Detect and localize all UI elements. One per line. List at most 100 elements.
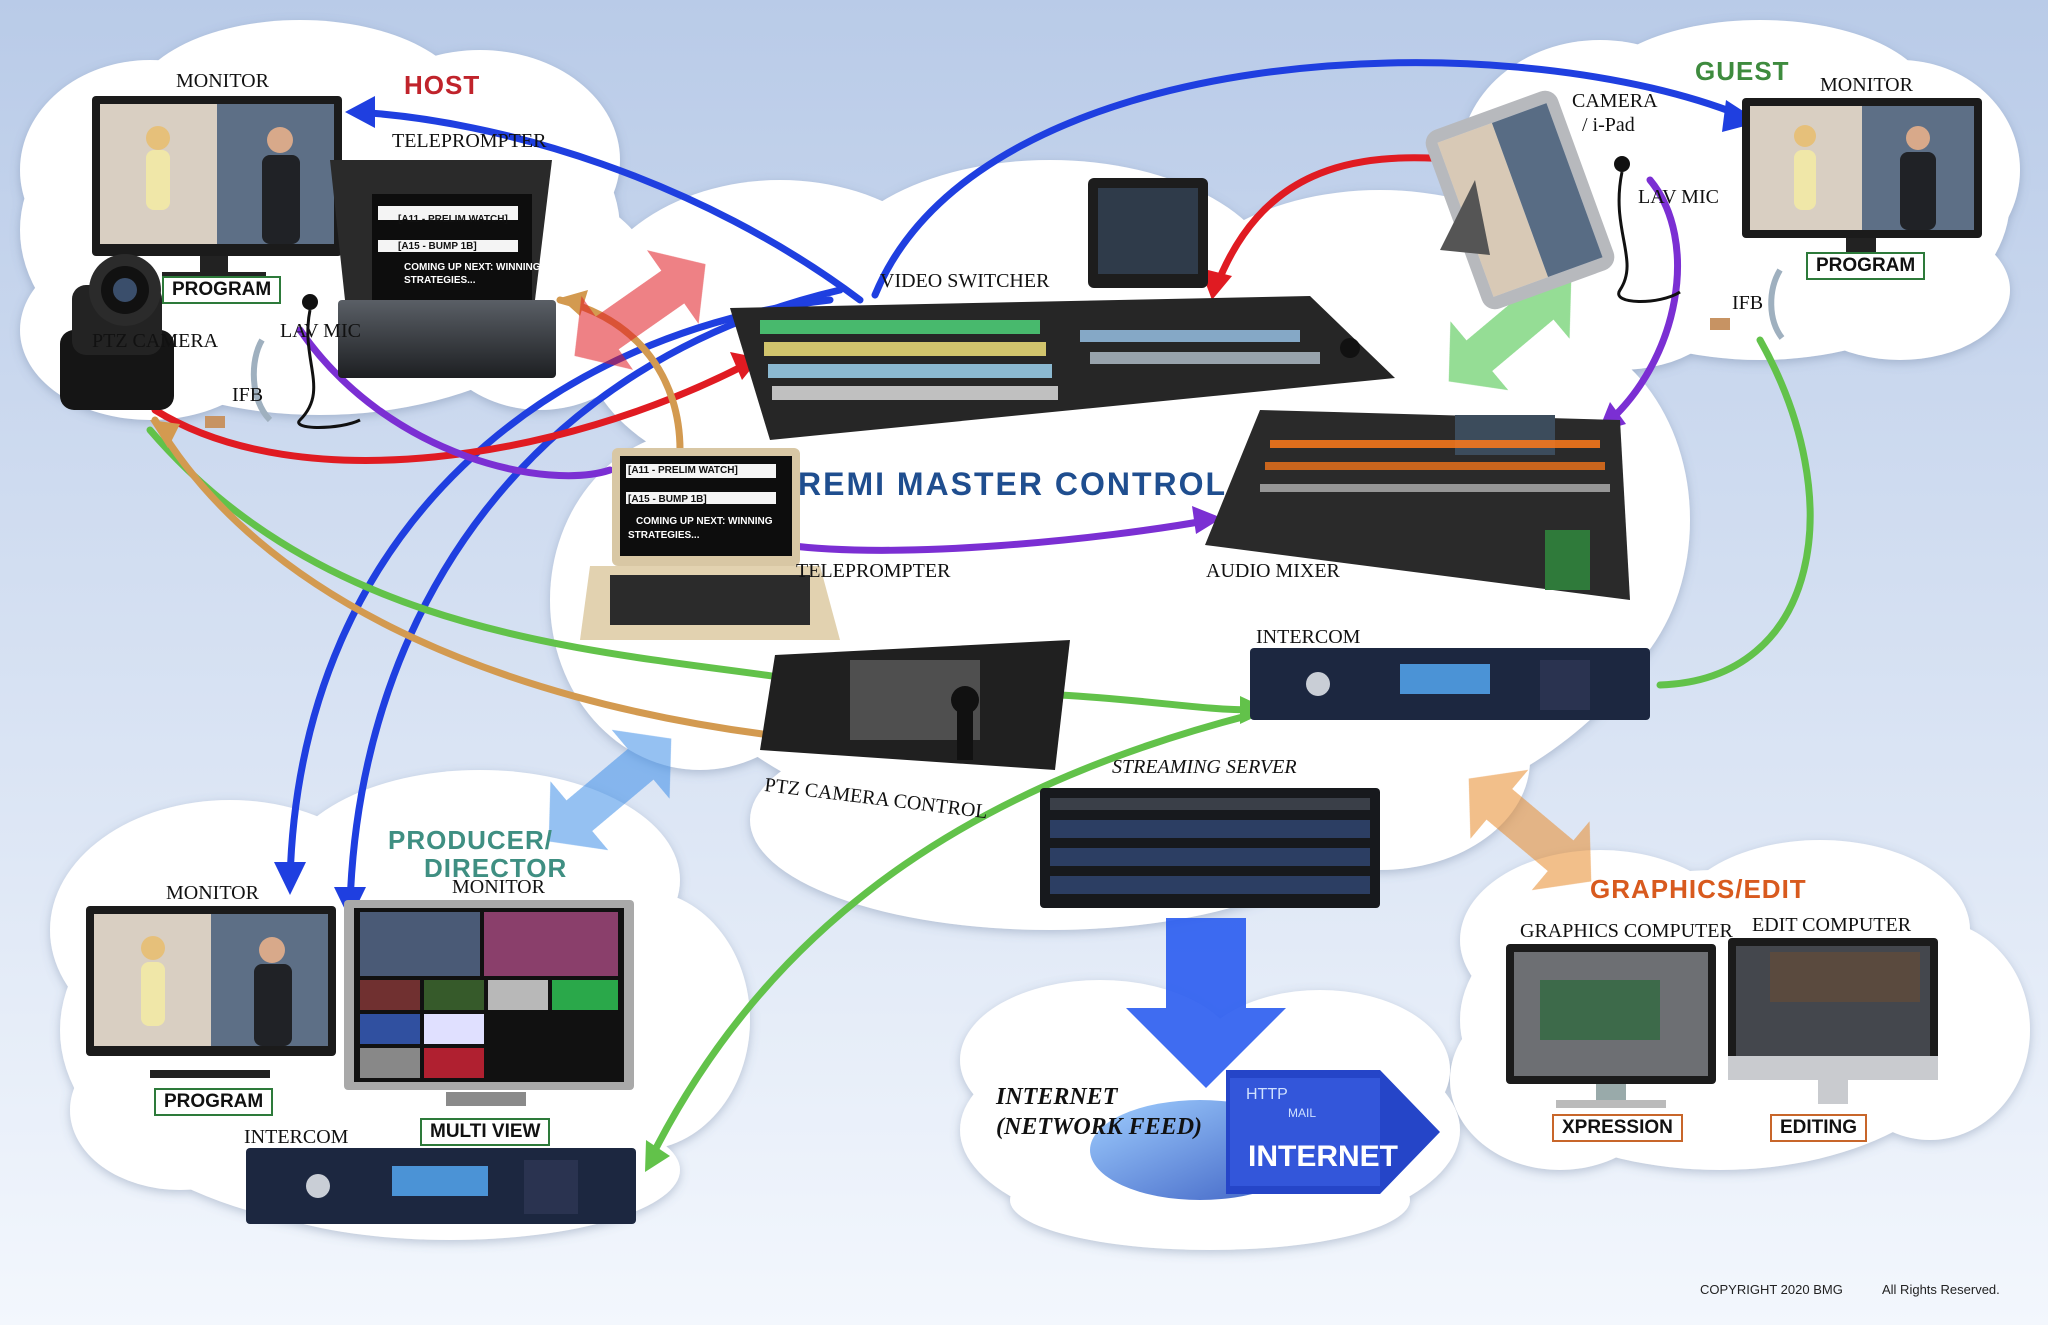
producer-equipment	[86, 900, 636, 1224]
ptz-camera-control	[760, 640, 1070, 770]
rights-text: All Rights Reserved.	[1882, 1282, 2000, 1297]
internet-label-line1: INTERNET	[996, 1084, 1118, 1110]
producer-program-badge: PROGRAM	[154, 1088, 274, 1116]
arrowhead-producer-monitor	[274, 862, 306, 895]
signal-line-red-host-camera	[151, 361, 749, 464]
guest-group-title: GUEST	[1695, 56, 1790, 86]
producer-intercom-label: INTERCOM	[244, 1126, 349, 1148]
video-switcher	[730, 178, 1395, 440]
switcher-button-rows	[760, 320, 1320, 400]
producer-intercom	[246, 1148, 636, 1224]
host-program-badge: PROGRAM	[162, 276, 282, 304]
guest-monitor-label: MONITOR	[1820, 74, 1913, 96]
graphics-computer	[1506, 944, 1716, 1108]
signal-line-blue-multiview	[346, 286, 844, 909]
host-teleprompter-label: TELEPROMPTER	[392, 130, 547, 152]
edit-computer	[1728, 938, 1938, 1104]
signal-line-purple-teleprompter-mixer	[781, 516, 1214, 554]
internet-http-label: HTTP	[1246, 1086, 1288, 1103]
signal-line-orange-ptz	[151, 416, 774, 739]
guest-link-arrow	[1448, 269, 1572, 391]
guest-camera-label-line1: CAMERA	[1572, 90, 1658, 112]
signal-line-red-guest-camera	[1211, 154, 1464, 294]
signal-line-green-guest-ifb	[1656, 336, 1814, 689]
download-arrow-head	[1126, 1008, 1286, 1088]
host-teleprompter	[330, 160, 556, 378]
guest-camera-label-line2: / i-Pad	[1582, 114, 1635, 136]
internet-label-line2: (NETWORK FEED)	[996, 1114, 1203, 1140]
master-prompter-line-1: [A11 - PRELIM WATCH]	[628, 465, 738, 476]
arrowhead-mixer	[1192, 506, 1222, 534]
graphics-group-title: GRAPHICS/EDIT	[1590, 874, 1807, 904]
signal-line-blue-host-monitor	[351, 108, 864, 304]
signal-line-green-intercom	[1056, 691, 1259, 714]
multi-view-badge: MULTI VIEW	[420, 1118, 551, 1146]
producer-link-arrow	[548, 729, 672, 851]
guest-ifb-label: IFB	[1732, 292, 1764, 314]
host-ptz-camera-label: PTZ CAMERA	[92, 330, 219, 352]
master-prompter-line-3: COMING UP NEXT: WINNING	[636, 516, 773, 527]
guest-equipment	[1425, 90, 1982, 340]
arrowhead-producer-intercom	[645, 1140, 670, 1172]
master-intercom-label: INTERCOM	[1256, 626, 1361, 648]
host-prompter-line-3: COMING UP NEXT: WINNING	[404, 262, 541, 273]
xpression-badge: XPRESSION	[1552, 1114, 1683, 1142]
group-arrows	[548, 250, 1592, 891]
host-lav-mic	[297, 294, 361, 429]
signal-lines	[146, 59, 1814, 1164]
master-prompter-line-4: STRATEGIES...	[628, 530, 700, 541]
graphics-equipment	[1506, 938, 1938, 1108]
graphics-link-arrow	[1468, 769, 1592, 891]
master-intercom	[1250, 648, 1650, 720]
host-monitor-label: MONITOR	[176, 70, 269, 92]
internet-equipment	[1090, 918, 1440, 1200]
guest-lav-mic	[1614, 156, 1681, 303]
graphics-computer-label: GRAPHICS COMPUTER	[1520, 920, 1733, 942]
arrowhead-host-monitor	[345, 96, 375, 128]
host-monitor	[92, 96, 342, 278]
guest-program-badge: PROGRAM	[1806, 252, 1926, 280]
host-prompter-line-1: [A11 - PRELIM WATCH]	[398, 214, 508, 225]
master-equipment	[580, 178, 1650, 908]
host-prompter-line-2: [A15 - BUMP 1B]	[398, 241, 477, 252]
video-switcher-label: VIDEO SWITCHER	[880, 270, 1050, 292]
master-control-title: REMI MASTER CONTROL	[798, 466, 1228, 502]
copyright-text: COPYRIGHT 2020 BMG	[1700, 1282, 1843, 1297]
signal-line-green-producer-intercom	[646, 711, 1254, 1164]
download-arrow-shaft	[1166, 918, 1246, 1008]
streaming-server	[1040, 788, 1380, 908]
host-lav-mic-label: LAV MIC	[280, 320, 361, 342]
host-equipment	[60, 96, 556, 429]
host-group-title: HOST	[404, 70, 481, 100]
producer-group-title-line1: PRODUCER/	[388, 825, 554, 855]
guest-monitor	[1742, 98, 1982, 252]
internet-mail-label: MAIL	[1288, 1106, 1317, 1120]
host-link-arrow	[574, 250, 706, 370]
host-ifb	[205, 338, 273, 428]
signal-line-blue-producer-monitor	[286, 296, 834, 884]
arrowhead-ptz	[150, 420, 180, 448]
master-prompter-line-2: [A15 - BUMP 1B]	[628, 494, 707, 505]
multiview-monitor-label: MONITOR	[452, 876, 545, 898]
signal-line-green-host-ifb	[146, 426, 804, 684]
guest-ifb	[1710, 268, 1785, 340]
audio-mixer	[1205, 410, 1630, 600]
teleprompter-laptop	[580, 448, 840, 640]
producer-monitor	[86, 906, 336, 1078]
host-ptz-camera	[60, 254, 174, 410]
audio-mixer-label: AUDIO MIXER	[1206, 560, 1340, 582]
signal-line-purple-guest-mic	[1601, 176, 1681, 429]
guest-ipad-camera	[1425, 90, 1615, 310]
host-ifb-label: IFB	[232, 384, 264, 406]
edit-computer-label: EDIT COMPUTER	[1752, 914, 1912, 936]
streaming-server-label: STREAMING SERVER	[1112, 756, 1297, 778]
multiview-monitor	[344, 900, 634, 1106]
guest-lav-mic-label: LAV MIC	[1638, 186, 1719, 208]
host-prompter-line-4: STRATEGIES...	[404, 275, 476, 286]
signal-line-blue-guest-monitor	[871, 59, 1744, 299]
editing-badge: EDITING	[1770, 1114, 1868, 1142]
producer-group-title-line2: DIRECTOR	[424, 853, 568, 883]
internet-graphic-label: INTERNET	[1248, 1140, 1398, 1173]
